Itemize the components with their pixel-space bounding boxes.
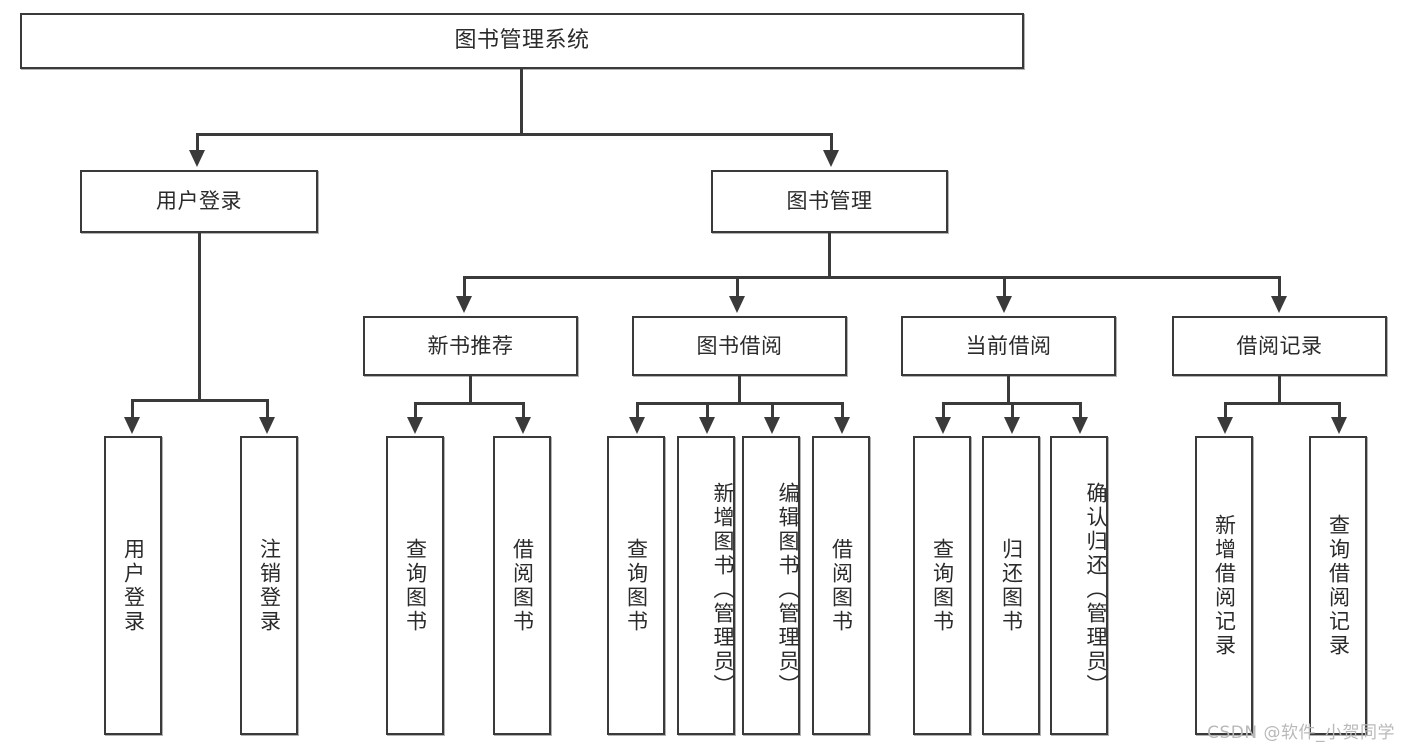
connector-nb-to-leaf-2 — [522, 402, 525, 418]
node-borrow-records[interactable]: 借阅记录 — [1172, 316, 1387, 376]
leaf-user-login-login[interactable]: 用户登录 — [104, 436, 162, 735]
connector-bb-to-leaf-1 — [636, 402, 639, 418]
arrow-down-icon — [1331, 417, 1347, 434]
connector-br-to-leaf-1 — [1224, 402, 1227, 418]
connector-cb-to-leaf-3 — [1079, 402, 1082, 418]
arrow-down-icon — [729, 296, 745, 313]
connector-bm-to-current-borrow — [1003, 276, 1006, 297]
leaf-new-book-query-book[interactable]: 查询图书 — [386, 436, 444, 735]
arrow-down-icon — [515, 417, 531, 434]
connector-bb-to-leaf-4 — [841, 402, 844, 418]
connector-new-book-bus — [414, 402, 525, 405]
node-root-book-management-system[interactable]: 图书管理系统 — [20, 13, 1024, 69]
leaf-borrow-records-query-record[interactable]: 查询借阅记录 — [1309, 436, 1367, 735]
arrow-down-icon — [1072, 417, 1088, 434]
arrow-down-icon — [996, 296, 1012, 313]
connector-root-to-user-login — [196, 133, 199, 151]
connector-book-management-bus — [463, 276, 1281, 279]
connector-user-login-stem — [198, 233, 201, 401]
connector-bm-to-borrow-records — [1278, 276, 1281, 297]
arrow-down-icon — [124, 417, 140, 434]
arrow-down-icon — [1271, 296, 1287, 313]
connector-root-to-book-management — [830, 133, 833, 151]
connector-user-login-to-leaf-1 — [131, 399, 134, 418]
leaf-user-login-logout[interactable]: 注销登录 — [240, 436, 298, 735]
connector-book-borrow-stem — [738, 376, 741, 404]
connector-nb-to-leaf-1 — [414, 402, 417, 418]
arrow-down-icon — [834, 417, 850, 434]
arrow-down-icon — [259, 417, 275, 434]
connector-bm-to-new-book — [463, 276, 466, 297]
arrow-down-icon — [189, 150, 205, 167]
leaf-current-borrow-query-book[interactable]: 查询图书 — [913, 436, 971, 735]
connector-book-management-stem — [828, 233, 831, 278]
node-current-borrow[interactable]: 当前借阅 — [901, 316, 1116, 376]
arrow-down-icon — [1217, 417, 1233, 434]
arrow-down-icon — [407, 417, 423, 434]
connector-bb-to-leaf-2 — [706, 402, 709, 418]
connector-root-stem — [520, 69, 523, 135]
connector-new-book-stem — [469, 376, 472, 404]
arrow-down-icon — [629, 417, 645, 434]
arrow-down-icon — [1004, 417, 1020, 434]
arrow-down-icon — [935, 417, 951, 434]
leaf-borrow-records-add-record[interactable]: 新增借阅记录 — [1195, 436, 1253, 735]
node-book-borrow[interactable]: 图书借阅 — [632, 316, 847, 376]
arrow-down-icon — [764, 417, 780, 434]
arrow-down-icon — [823, 150, 839, 167]
connector-user-login-to-leaf-2 — [266, 399, 269, 418]
connector-borrow-records-bus — [1224, 402, 1341, 405]
leaf-current-borrow-return-book[interactable]: 归还图书 — [982, 436, 1040, 735]
connector-cb-to-leaf-2 — [1011, 402, 1014, 418]
connector-cb-to-leaf-1 — [942, 402, 945, 418]
connector-current-borrow-stem — [1007, 376, 1010, 404]
connector-bb-to-leaf-3 — [771, 402, 774, 418]
leaf-book-borrow-borrow-book[interactable]: 借阅图书 — [812, 436, 870, 735]
connector-borrow-records-stem — [1278, 376, 1281, 404]
node-book-management[interactable]: 图书管理 — [711, 170, 948, 233]
node-user-login[interactable]: 用户登录 — [80, 170, 318, 233]
leaf-current-borrow-confirm-return-admin[interactable]: 确认归还（管理员） — [1050, 436, 1108, 735]
arrow-down-icon — [699, 417, 715, 434]
connector-bm-to-book-borrow — [736, 276, 739, 297]
leaf-book-borrow-add-book-admin[interactable]: 新增图书（管理员） — [677, 436, 735, 735]
node-new-book-recommend[interactable]: 新书推荐 — [363, 316, 578, 376]
leaf-book-borrow-edit-book-admin[interactable]: 编辑图书（管理员） — [742, 436, 800, 735]
connector-book-borrow-bus — [636, 402, 844, 405]
connector-br-to-leaf-2 — [1338, 402, 1341, 418]
connector-user-login-bus — [131, 399, 268, 402]
leaf-new-book-borrow-book[interactable]: 借阅图书 — [493, 436, 551, 735]
arrow-down-icon — [456, 296, 472, 313]
connector-root-bus — [196, 133, 833, 136]
leaf-book-borrow-query-book[interactable]: 查询图书 — [607, 436, 665, 735]
